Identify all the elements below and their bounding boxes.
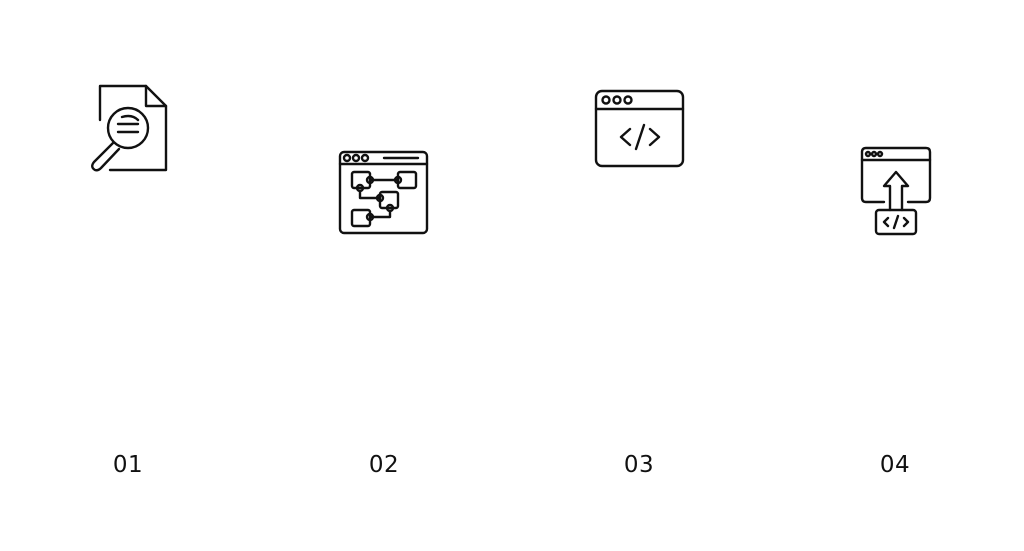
browser-upload-code-icon: [860, 146, 932, 238]
browser-flowchart-icon: [338, 150, 430, 236]
document-search-icon: [86, 82, 170, 176]
browser-code-icon: [594, 89, 686, 169]
step-number-01: 01: [112, 452, 144, 478]
step-number-02: 02: [368, 452, 400, 478]
step-number-04: 04: [879, 452, 911, 478]
step-number-03: 03: [623, 452, 655, 478]
